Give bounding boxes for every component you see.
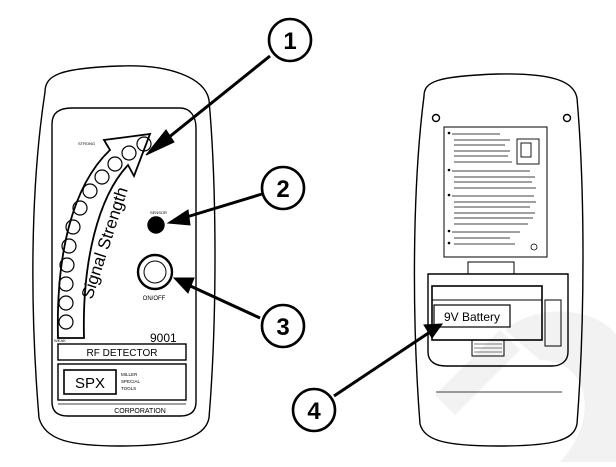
brand-logo: SPX: [75, 375, 105, 392]
led-2: [58, 295, 74, 311]
brand-sub-line-3: TOOLS: [121, 386, 136, 391]
company-name: CORPORATION: [114, 408, 166, 415]
front-face-panel: [51, 107, 197, 417]
model-number: 9001: [150, 331, 177, 345]
callout-2-number: 2: [276, 176, 289, 203]
battery-connector: [471, 339, 505, 357]
callout-1-number: 1: [283, 28, 296, 55]
led-label-top: STRONG: [78, 141, 95, 146]
arrow-4-head: [423, 323, 444, 339]
led-3: [58, 276, 74, 292]
led-label-bottom: WEAK: [54, 338, 66, 343]
arrow-3-head: [172, 277, 195, 294]
sensor-dot: [147, 216, 165, 234]
callout-4-number: 4: [307, 398, 321, 425]
led-10: [107, 156, 123, 172]
battery-terminal: [544, 299, 562, 347]
callout-4-circle: [291, 387, 337, 433]
battery-label: 9V Battery: [444, 310, 500, 324]
watermark: [435, 311, 616, 462]
callout-3: 3: [260, 303, 306, 349]
arrow-1-line: [157, 54, 271, 148]
callout-1-circle: [267, 17, 313, 63]
back-screw-top-right: [562, 113, 572, 123]
led-4: [59, 257, 75, 273]
callout-2: 2: [260, 165, 306, 211]
instruction-label: [443, 126, 548, 258]
watermark-stroke-1: [435, 330, 520, 415]
label-symbol-inner: [520, 142, 532, 158]
label-symbol-box: [516, 138, 540, 165]
battery-label-box: [433, 304, 511, 328]
callout-2-circle: [260, 165, 306, 211]
led-11: [121, 145, 137, 161]
signal-arrow: [56, 132, 152, 339]
led-5: [61, 238, 77, 254]
led-6: [65, 219, 81, 235]
callout-4: 4: [291, 387, 337, 433]
power-button[interactable]: [136, 253, 174, 291]
battery-door-clip: [467, 261, 515, 275]
front-device: [32, 65, 216, 447]
led-9: [94, 169, 110, 185]
power-label: ON/OFF: [143, 296, 166, 302]
battery-compartment: [427, 273, 569, 367]
arrow-3-line: [185, 282, 261, 320]
callout-3-number: 3: [276, 314, 289, 341]
watermark-stroke-2: [505, 311, 616, 462]
led-1: [58, 314, 74, 330]
arrow-2-head: [166, 209, 191, 226]
brand-logo-box: [63, 369, 117, 395]
back-screw-top-left: [431, 113, 441, 123]
battery-connector-ribs: [474, 343, 502, 353]
product-name: RF DETECTOR: [87, 348, 158, 359]
callout-3-circle: [260, 303, 306, 349]
led-7: [72, 200, 88, 216]
callout-1: 1: [267, 17, 313, 63]
arrow-2-line: [179, 192, 263, 221]
front-housing: [32, 65, 216, 447]
instruction-lines: [452, 133, 536, 245]
brand-box: [57, 363, 187, 401]
instruction-bullets: [447, 131, 451, 245]
product-name-band: [57, 343, 187, 361]
back-device: [413, 73, 584, 447]
led-12: [136, 136, 152, 152]
callout-arrows: [145, 54, 444, 398]
led-indicators: [58, 136, 152, 330]
sensor-label: SENSOR: [150, 210, 167, 215]
back-housing: [413, 73, 584, 447]
label-mark-icon: [530, 243, 538, 251]
arrow-1-head: [145, 129, 175, 156]
brand-sub-line-2: SPECIAL: [121, 379, 141, 384]
arrow-4-line: [333, 330, 431, 398]
power-button-inner: [143, 260, 167, 284]
brand-sub-line-1: MILLER: [121, 372, 138, 377]
led-8: [82, 183, 98, 199]
